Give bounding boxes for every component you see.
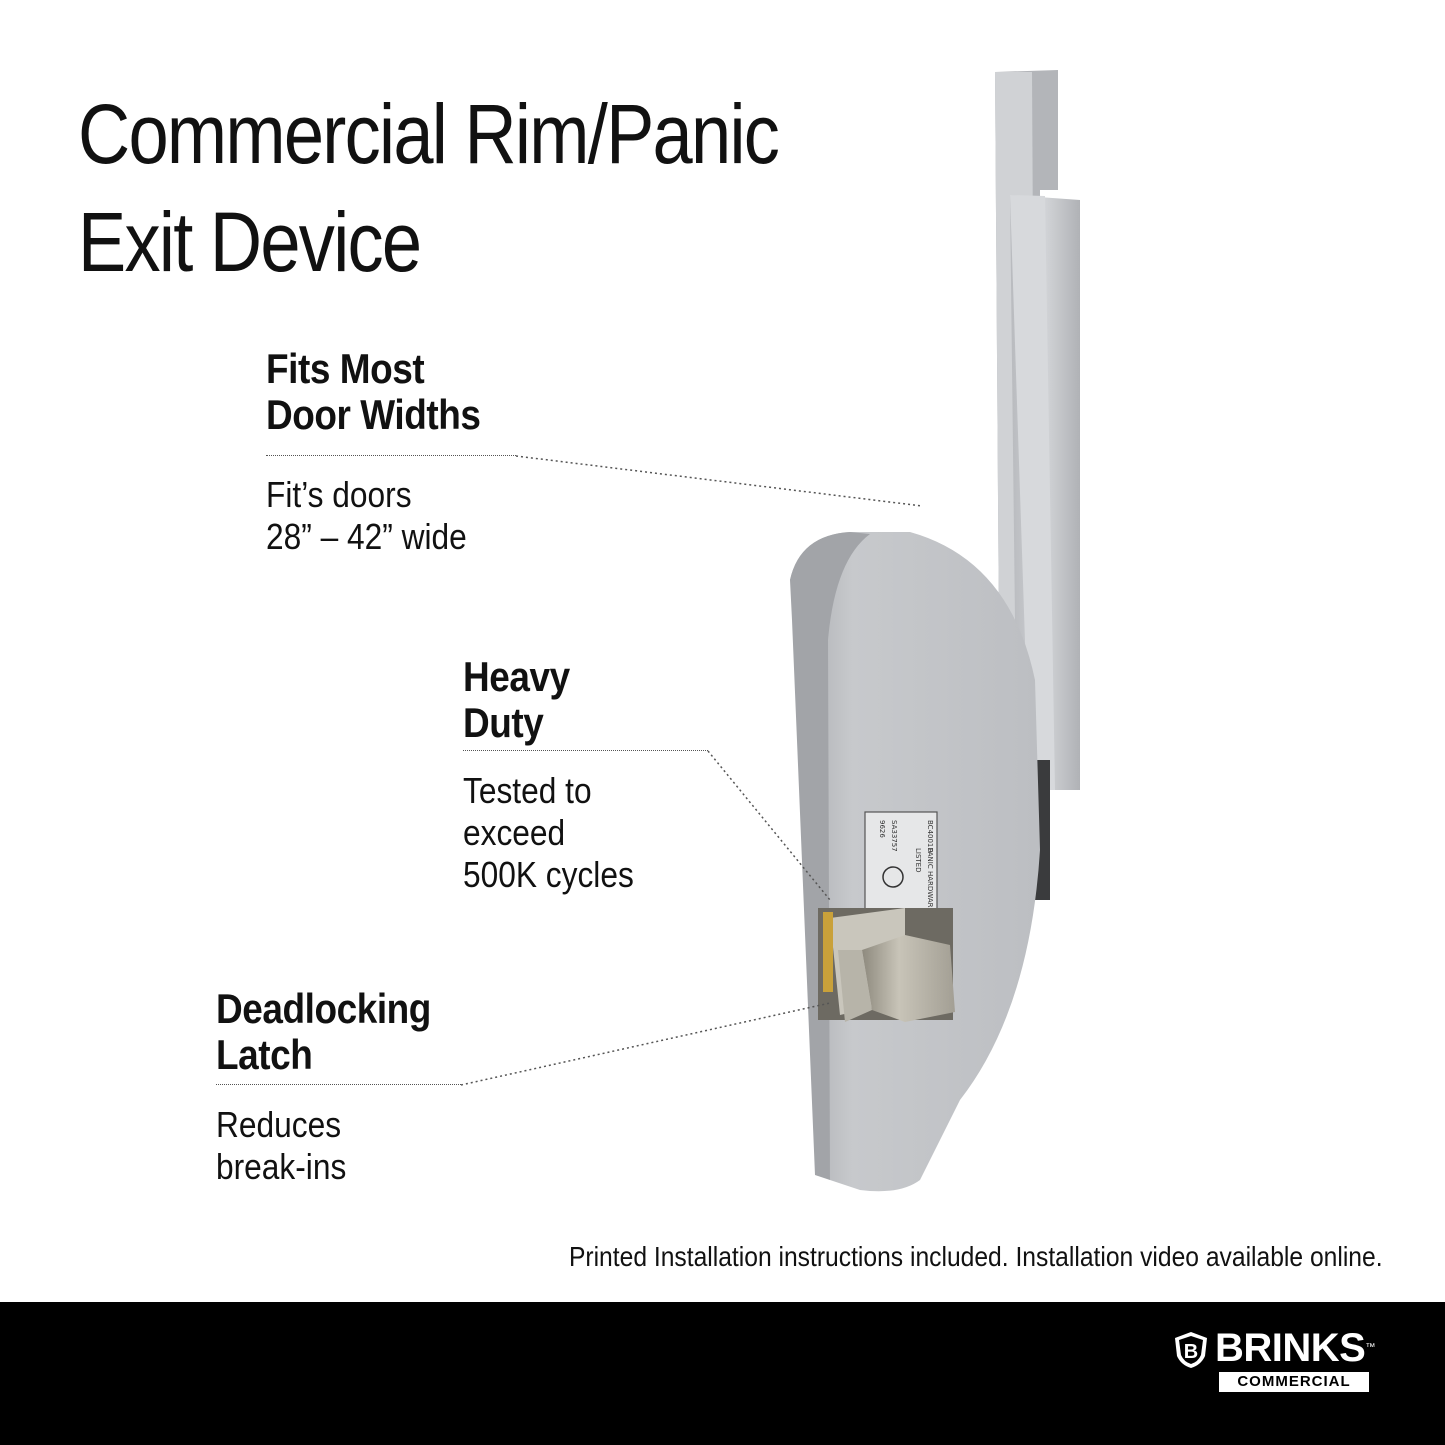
ul-listing-label: 9626 SA33757 BC4001D LISTED PANIC HARDWA… [864,811,938,913]
label-line-1: 9626 [878,820,886,838]
callout-rule-heavy-duty [463,750,708,751]
label-line-2: SA33757 [890,820,898,852]
feature-text-line-3: 500K cycles [463,854,634,895]
brinks-logo: B BRINKS™ COMMERCIAL [1163,1326,1383,1406]
feature-heading-deadlocking-latch: Deadlocking Latch [216,986,431,1078]
feature-heading-line-1: Deadlocking [216,985,431,1032]
feature-heading-line-2: Latch [216,1031,313,1078]
exit-device-illustration: 9626 SA33757 BC4001D LISTED PANIC HARDWA… [790,70,1080,1192]
label-line-3: BC4001D [926,820,934,853]
feature-heading-line-2: Door Widths [266,391,481,438]
feature-heading-line-1: Heavy [463,653,570,700]
installation-footnote: Printed Installation instructions includ… [569,1241,1383,1272]
shield-icon: B [1175,1332,1207,1368]
feature-text-line-1: Tested to [463,770,592,811]
deadlocking-latch-bolt [818,908,955,1022]
feature-text-line-2: exceed [463,812,566,853]
brand-name: BRINKS™ [1215,1326,1375,1370]
ul-mark-icon [882,866,904,888]
feature-text-deadlocking-latch: Reduces break-ins [216,1104,346,1188]
feature-heading-line-2: Duty [463,699,544,746]
feature-text-heavy-duty: Tested to exceed 500K cycles [463,770,634,896]
callout-rule-door-widths [266,455,516,456]
feature-text-line-1: Fit’s doors [266,474,412,515]
feature-text-line-2: break-ins [216,1146,347,1187]
brand-subtitle: COMMERCIAL [1219,1372,1369,1392]
footer-bar [0,1302,1445,1445]
brand-name-text: BRINKS [1215,1326,1366,1370]
feature-heading-line-1: Fits Most [266,345,425,392]
push-bar [1010,195,1080,790]
trademark-symbol: ™ [1365,1342,1375,1353]
feature-heading-heavy-duty: Heavy Duty [463,654,570,746]
page-title-line-2: Exit Device [78,195,422,289]
feature-text-door-widths: Fit’s doors 28” – 42” wide [266,474,467,558]
feature-text-line-2: 28” – 42” wide [266,516,467,557]
page-title: Commercial Rim/Panic Exit Device [78,80,780,296]
page-title-line-1: Commercial Rim/Panic [78,87,780,181]
callout-rule-deadlocking-latch [216,1084,461,1085]
label-line-4: LISTED [914,848,922,873]
label-line-5: PANIC HARDWARE [926,848,934,912]
feature-heading-door-widths: Fits Most Door Widths [266,346,481,438]
feature-text-line-1: Reduces [216,1104,342,1145]
shield-letter: B [1184,1341,1198,1363]
